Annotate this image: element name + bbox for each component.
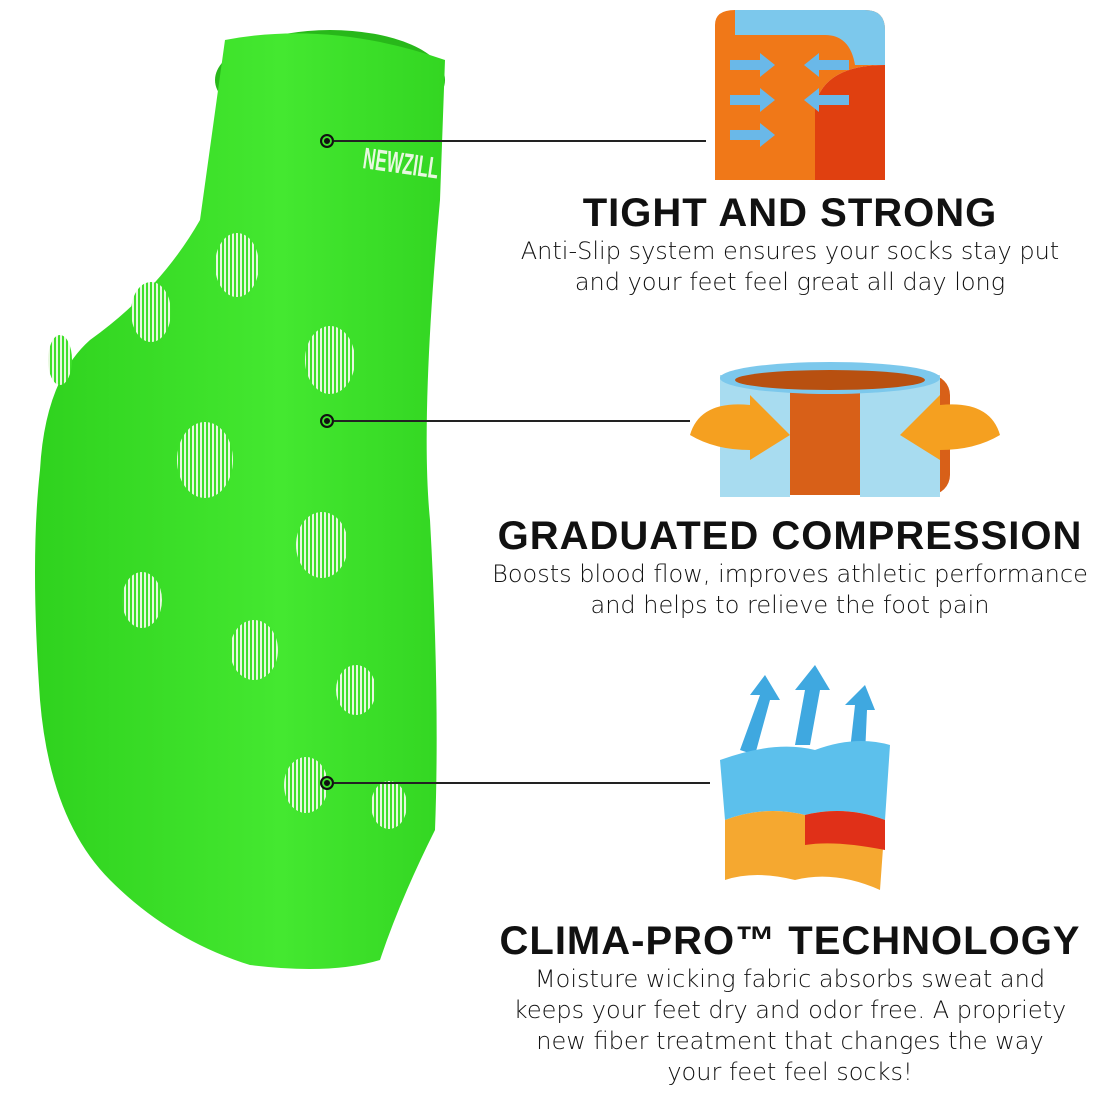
feature-desc-line: keeps your feet dry and odor free. A pro… <box>513 996 1067 1024</box>
feature-desc-line: Boosts blood flow, improves athletic per… <box>492 560 1088 588</box>
callout-line-1 <box>334 140 706 142</box>
moisture-wicking-icon <box>720 665 890 890</box>
callout-dot-1 <box>320 134 334 148</box>
fabric-layers-icon <box>715 10 885 180</box>
feature-clima-pro: CLIMA-PRO™ TECHNOLOGY Moisture wicking f… <box>470 918 1100 1088</box>
callout-dot-3 <box>320 776 334 790</box>
callout-line-2 <box>334 420 690 422</box>
feature-title: CLIMA-PRO™ TECHNOLOGY <box>499 919 1081 963</box>
feature-tight-and-strong: TIGHT AND STRONG Anti-Slip system ensure… <box>470 190 1100 298</box>
feature-graduated-compression: GRADUATED COMPRESSION Boosts blood flow,… <box>470 513 1100 621</box>
feature-desc-line: Anti-Slip system ensures your socks stay… <box>520 237 1060 265</box>
feature-desc-line: Moisture wicking fabric absorbs sweat an… <box>534 965 1046 993</box>
feature-desc-line: your feet feel socks! <box>667 1058 913 1086</box>
compression-ring-icon <box>690 362 1000 497</box>
polka-dots <box>48 233 407 829</box>
feature-desc-line: and helps to relieve the foot pain <box>590 591 990 619</box>
feature-title: TIGHT AND STRONG <box>582 191 998 235</box>
feature-desc-line: and your feet feel great all day long <box>574 268 1006 296</box>
feature-desc-line: new fiber treatment that changes the way <box>536 1027 1044 1055</box>
callout-line-3 <box>334 782 710 784</box>
callout-dot-2 <box>320 414 334 428</box>
feature-title: GRADUATED COMPRESSION <box>497 514 1083 558</box>
